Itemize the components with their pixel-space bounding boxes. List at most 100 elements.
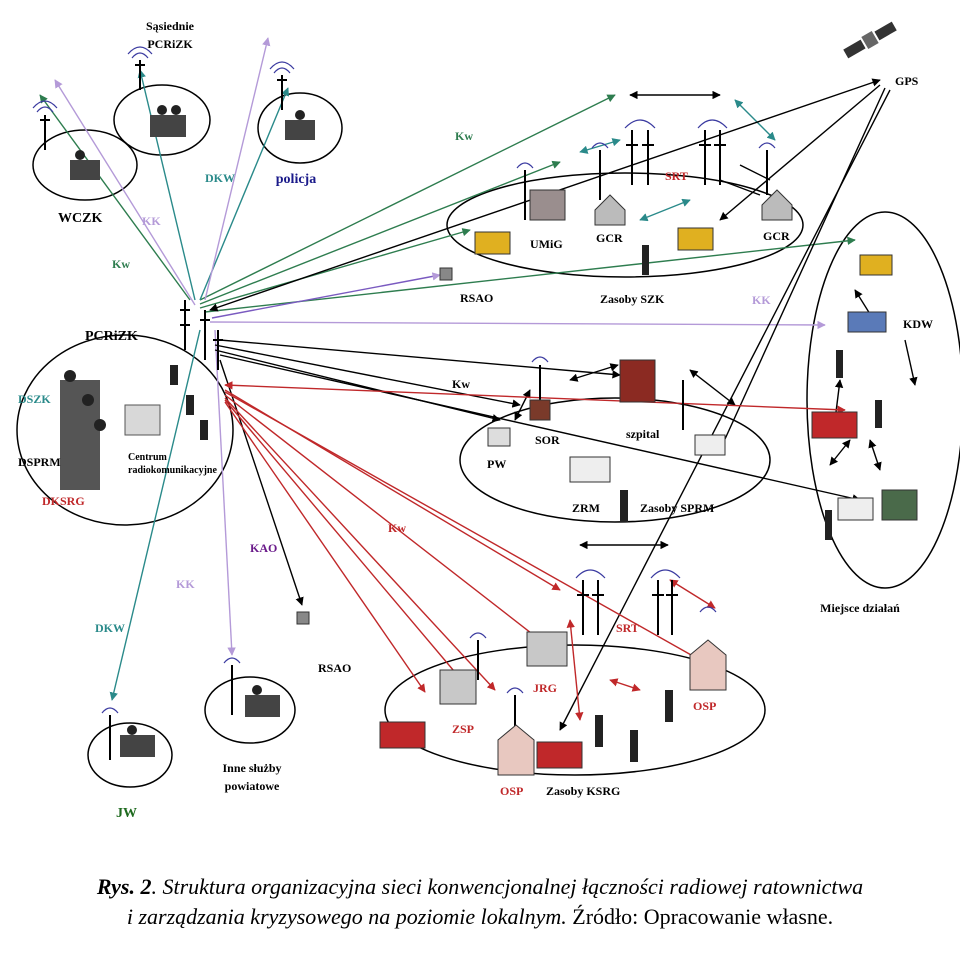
operator-icon [70, 150, 100, 180]
label-jw: JW [116, 806, 137, 821]
radio-icon [630, 730, 638, 762]
label-pw: PW [487, 457, 506, 471]
wave-icon [591, 142, 609, 149]
link-dkw-jw [109, 329, 201, 701]
link-red-zsp-3 [224, 401, 426, 693]
wave-icon [531, 356, 549, 363]
ambulance-icon [569, 456, 611, 483]
label-srt-bottom: SRT [616, 621, 639, 635]
link-pcrizk-szpital [219, 339, 621, 379]
radio-icon [642, 245, 649, 275]
wave-icon [697, 119, 728, 129]
link-red-zsp-1 [224, 397, 496, 691]
label-inne-l2: powiatowe [225, 779, 280, 793]
label-centrum-l2: radiokomunikacyjne [128, 465, 217, 476]
ellipse-sprm [459, 397, 771, 523]
label-gps: GPS [895, 74, 919, 88]
link-kdw-2 [904, 339, 918, 386]
link-kk-policja [204, 37, 271, 301]
tower-icon [714, 130, 726, 185]
wave-icon [516, 162, 534, 169]
radio-icon [825, 510, 832, 540]
caption-source: Źródło: Opracowanie własne. [566, 904, 834, 929]
tower-icon [213, 330, 223, 370]
operator-icon [60, 370, 106, 490]
building-icon [529, 189, 566, 221]
label-gcr2: GCR [763, 229, 790, 243]
radio-center-icon [124, 404, 161, 436]
operator-icon [120, 725, 155, 757]
label-szpital: szpital [626, 427, 660, 441]
fire-truck-icon [811, 411, 858, 439]
link-label-kw-left: Kw [112, 257, 130, 271]
antenna-tower-icons [40, 60, 768, 760]
label-dsprm: DSPRM [18, 455, 61, 469]
link-gps-szk [719, 84, 881, 221]
link-kw-wczk [39, 94, 191, 301]
link-szk-gcr [719, 179, 761, 196]
label-pcrizk: PCRiZK [85, 329, 138, 344]
link-kw-top-3 [199, 228, 471, 309]
operator-icons [60, 105, 315, 757]
label-sasiednie-l2: PCRiZK [147, 37, 193, 51]
house-icon [761, 189, 793, 221]
caption-label: Rys. 2 [96, 874, 152, 899]
link-lines [39, 37, 918, 731]
tower-icon [626, 130, 638, 185]
tower-icon [652, 580, 664, 635]
link-kw-gcr-srt [639, 198, 691, 222]
label-osp-right: OSP [693, 699, 716, 713]
radio-icon [836, 350, 843, 378]
house-icon [497, 724, 535, 776]
link-szpital-right [689, 369, 736, 406]
wave-icon [127, 46, 153, 59]
hospital-icon [619, 359, 656, 403]
ambulance-icon [837, 497, 874, 521]
tower-icon [699, 130, 711, 185]
tower-icon [200, 310, 210, 360]
link-kk-right [209, 320, 826, 330]
wave-icon [650, 569, 681, 579]
radio-icon [200, 420, 208, 440]
wave-icon [506, 687, 524, 694]
radio-icon [875, 400, 882, 428]
fire-truck-icon [536, 741, 583, 769]
link-label-dkw-bottom: DKW [95, 621, 125, 635]
wave-icon [758, 142, 776, 149]
caption-line-1: Rys. 2. Struktura organizacyjna sieci ko… [0, 872, 960, 902]
link-red-osp-right [224, 391, 701, 661]
link-sor-szpital [569, 363, 619, 382]
label-dszk: DSZK [18, 392, 51, 406]
label-srt-top: SRT [665, 169, 688, 183]
link-dkw-sasiednie [137, 69, 196, 301]
link-label-dkw-top: DKW [205, 171, 235, 185]
tower-icon [666, 580, 678, 635]
link-red-srt-osp [669, 579, 716, 609]
taxi-icon [474, 231, 511, 255]
military-vehicle-icon [881, 489, 918, 521]
tower-icon [40, 115, 50, 150]
tower-icon [277, 75, 287, 110]
police-car-icon [847, 311, 887, 333]
building-icons [296, 189, 793, 776]
link-red-jrg-osp [566, 619, 584, 721]
wave-icon [624, 119, 656, 129]
fire-truck-icon [379, 721, 426, 749]
radio-icon [665, 690, 673, 722]
link-label-kao: KAO [250, 541, 277, 555]
wave-icon [101, 707, 119, 714]
ambulance-icon [694, 434, 726, 456]
link-kdw-4 [829, 439, 851, 466]
link-labels: Kw Kw KK DKW KK Kw Kw KAO KK DKW [95, 129, 771, 635]
wave-icon [32, 100, 58, 113]
link-label-kk-top: KK [142, 214, 161, 228]
wave-icon [223, 657, 241, 664]
radio-icon [620, 490, 628, 522]
taxi-icon [677, 227, 714, 251]
caption-text: . Struktura organizacyjna sieci konwencj… [151, 874, 864, 899]
link-pcrizk-miejsce [219, 354, 861, 503]
